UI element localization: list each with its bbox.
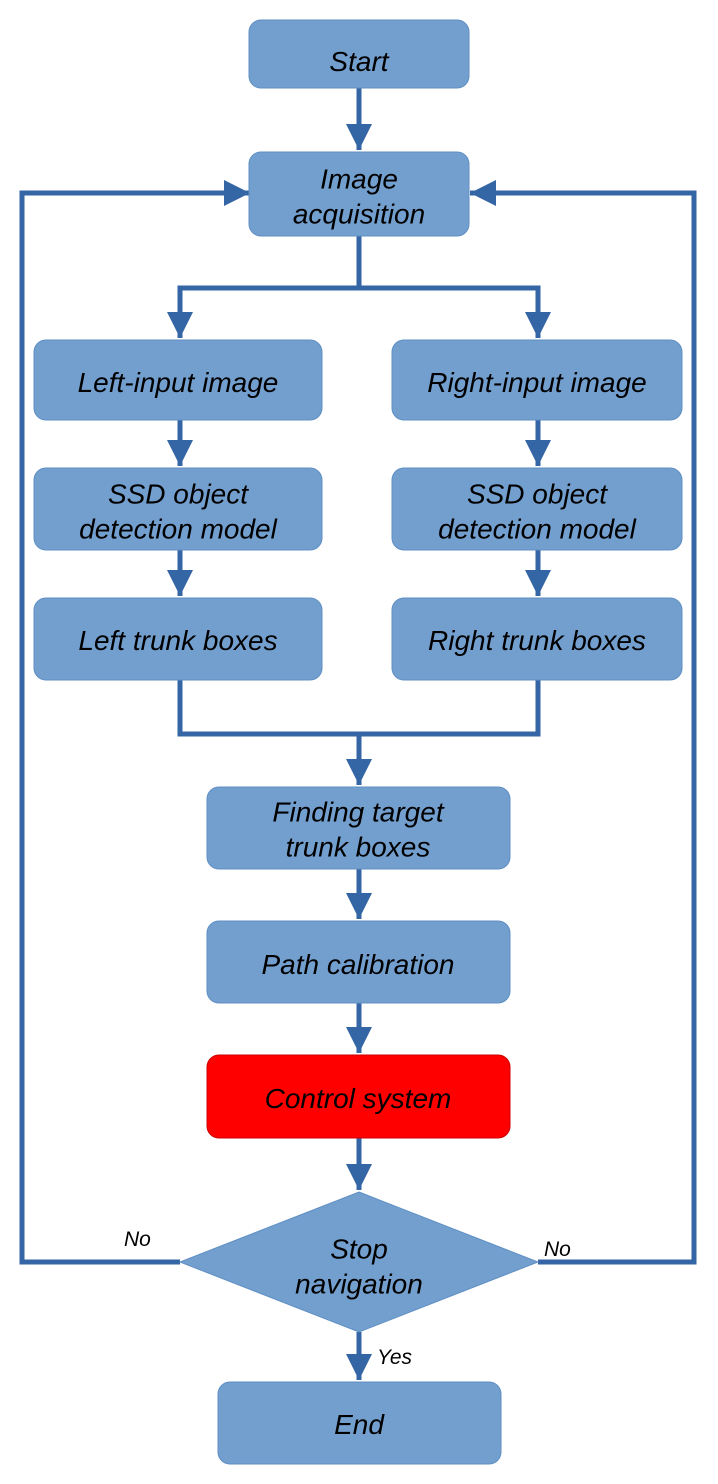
node-label-line: Right-input image [427, 367, 646, 398]
node-control-system-box [206, 1054, 511, 1139]
node-label-line: navigation [295, 1269, 423, 1300]
arrow-acquisition-to-left-input [167, 236, 362, 338]
node-label-line: Path calibration [261, 949, 454, 980]
node-finding-target-box [206, 786, 511, 870]
node-label-line: Finding target [272, 797, 444, 828]
node-stop-navigation-diamond [178, 1191, 540, 1333]
node-label-line: End [334, 1409, 385, 1440]
node-start-box [248, 19, 470, 89]
node-stop-navigation-label: Stop navigation [295, 1234, 423, 1300]
node-label-line: Image [320, 164, 398, 195]
node-left-trunk-label: Left trunk boxes [78, 625, 277, 656]
nodes [33, 19, 683, 1465]
node-label-line: detection model [79, 514, 277, 545]
arrow-stop-no-right-loop [470, 180, 697, 1265]
node-right-trunk-box [391, 597, 683, 681]
node-image-acquisition-box [248, 151, 470, 237]
node-path-calibration-label: Path calibration [261, 949, 454, 980]
node-label-line: Right trunk boxes [428, 625, 646, 656]
node-start-label: Start [329, 46, 389, 77]
node-right-ssd-label: SSD object detection model [438, 479, 636, 545]
connectors [19, 88, 697, 1380]
node-label-line: SSD object [467, 479, 608, 510]
node-label-line: trunk boxes [286, 832, 431, 863]
edge-labels: No No Yes [124, 1228, 571, 1369]
node-label-line: Left-input image [78, 367, 279, 398]
node-end-label: End [334, 1409, 385, 1440]
arrow-stop-no-left-loop [19, 180, 250, 1265]
node-path-calibration-box [206, 920, 511, 1004]
node-left-input-box [33, 339, 323, 421]
edge-label-yes: Yes [377, 1346, 413, 1369]
arrow-acquisition-to-right-input [359, 285, 551, 338]
node-label-line: SSD object [108, 479, 249, 510]
node-right-input-box [391, 339, 683, 421]
edge-label-no-left: No [124, 1228, 151, 1251]
node-left-input-label: Left-input image [78, 367, 279, 398]
node-end-box [217, 1381, 502, 1465]
node-label-line: acquisition [293, 199, 425, 230]
edge-label-no-right: No [544, 1238, 571, 1261]
node-left-ssd-box [33, 467, 323, 551]
node-label-line: Start [329, 46, 389, 77]
node-left-ssd-label: SSD object detection model [79, 479, 277, 545]
node-right-trunk-label: Right trunk boxes [428, 625, 646, 656]
node-right-input-label: Right-input image [427, 367, 646, 398]
node-label-line: Stop [330, 1234, 388, 1265]
node-right-ssd-box [391, 467, 683, 551]
node-left-trunk-box [33, 597, 323, 681]
node-image-acquisition-label: Image acquisition [293, 164, 425, 230]
node-label-line: detection model [438, 514, 636, 545]
node-label-line: Left trunk boxes [78, 625, 277, 656]
node-finding-target-label: Finding target trunk boxes [272, 797, 444, 863]
node-label-line: Control system [265, 1083, 452, 1114]
arrow-merge-to-finding-target [177, 680, 541, 785]
node-control-system-label: Control system [265, 1083, 452, 1114]
